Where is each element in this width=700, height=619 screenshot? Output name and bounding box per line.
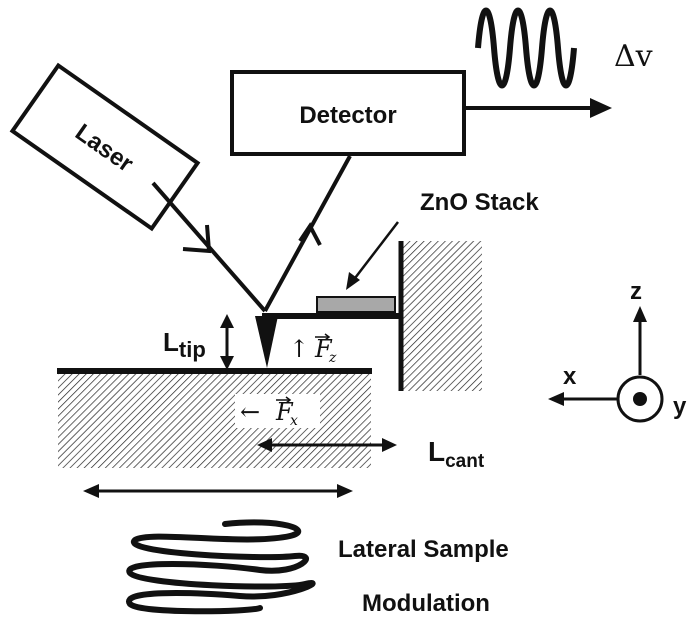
detector-box: Detector bbox=[230, 70, 466, 156]
lateral-modulation-arrow bbox=[83, 484, 353, 498]
axis-x-label: x bbox=[563, 363, 577, 390]
detector-label: Detector bbox=[299, 102, 396, 129]
tip bbox=[255, 316, 278, 368]
modulation-label: Modulation bbox=[362, 590, 490, 617]
modulation-spring-icon bbox=[126, 519, 316, 615]
axis-z-label: z bbox=[630, 278, 642, 305]
force-x-label: ← F x bbox=[235, 394, 320, 429]
reflected-beam bbox=[263, 155, 352, 312]
axis-y-label: y bbox=[673, 393, 687, 420]
zno-stack-arrow bbox=[346, 221, 399, 290]
svg-text:F: F bbox=[275, 398, 294, 426]
svg-text:↑: ↑ bbox=[289, 335, 309, 363]
l-tip-dimension bbox=[220, 314, 234, 370]
output-arrow bbox=[466, 98, 612, 118]
l-cant-label: Lcant bbox=[428, 436, 485, 472]
svg-text:z: z bbox=[328, 350, 337, 366]
svg-text:x: x bbox=[290, 413, 298, 429]
svg-text:F: F bbox=[314, 335, 333, 363]
l-tip-label: Ltip bbox=[163, 327, 206, 362]
lateral-sample-label: Lateral Sample bbox=[338, 536, 509, 563]
delta-v-label: Δv bbox=[614, 39, 653, 74]
laser-box: Laser bbox=[9, 62, 201, 232]
coordinate-axes bbox=[548, 306, 664, 423]
force-z-label: ↑ F z bbox=[289, 333, 337, 366]
svg-text:←: ← bbox=[240, 398, 260, 426]
zno-stack-label: ZnO Stack bbox=[420, 189, 539, 216]
l-cant-dimension bbox=[257, 438, 397, 452]
output-sine-wave bbox=[475, 7, 577, 89]
incident-beam bbox=[151, 181, 267, 313]
sample bbox=[57, 368, 372, 468]
zno-stack bbox=[316, 296, 396, 313]
cantilever-support bbox=[398, 241, 482, 391]
